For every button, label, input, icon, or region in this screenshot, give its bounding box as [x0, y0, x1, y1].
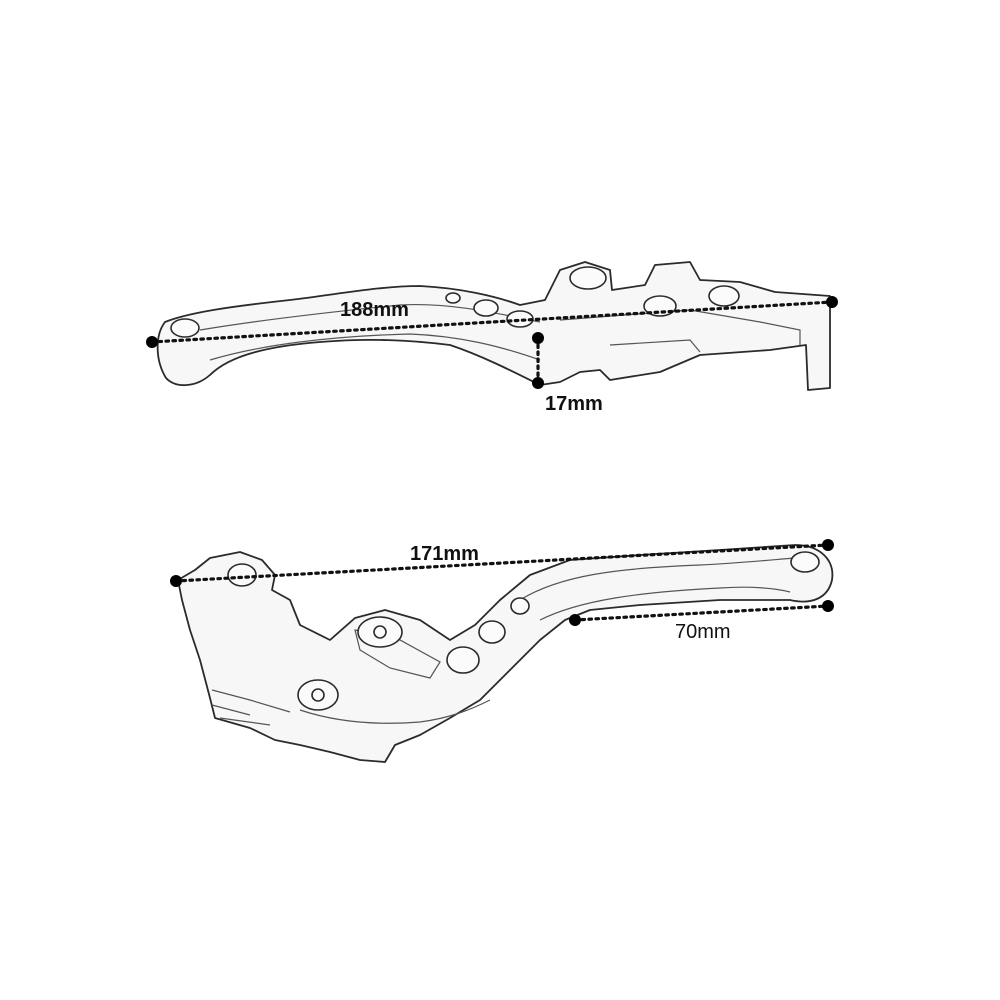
bottom-lightening-hole-1: [446, 646, 480, 674]
top-lever-lower-edge: [209, 333, 541, 361]
dimension-label-17: 17mm: [545, 393, 603, 415]
top-pivot-hole: [170, 318, 200, 338]
bottom-lightening-hole-3: [510, 597, 530, 615]
dimension-188: 188mm: [146, 296, 838, 348]
dimension-endpoint: [170, 575, 182, 587]
top-bolt-hole-2: [708, 285, 740, 307]
dimension-17: 17mm: [532, 332, 603, 415]
bottom-lever-bottom-edge: [539, 586, 791, 621]
dimension-endpoint: [146, 336, 158, 348]
dimension-endpoint: [826, 296, 838, 308]
dimension-line-171: [174, 543, 830, 583]
dimension-line-70: [573, 604, 830, 622]
dimension-endpoint: [532, 377, 544, 389]
dimension-171: 171mm: [170, 539, 834, 587]
dimension-endpoint: [822, 539, 834, 551]
top-lightening-hole-2: [473, 299, 499, 317]
bottom-lever-top-edge: [519, 557, 796, 601]
top-adjuster-dial: [569, 266, 607, 290]
bottom-pivot-bolt-socket: [311, 688, 325, 702]
bottom-bolt-hole: [227, 563, 257, 587]
dimension-endpoint: [569, 614, 581, 626]
bottom-lever-lower-plate: [299, 699, 491, 724]
bottom-lightening-hole-2: [478, 620, 506, 644]
top-lightening-hole-1: [445, 292, 461, 304]
bottom-adjuster-center: [373, 625, 387, 639]
dimension-label-70: 70mm: [675, 621, 731, 643]
bottom-tip-hole: [790, 551, 820, 573]
dimension-endpoint: [532, 332, 544, 344]
dimension-line-188: [150, 300, 834, 344]
dimension-label-188: 188mm: [340, 299, 409, 321]
top-brake-lever: [156, 261, 831, 391]
dimension-70: 70mm: [569, 600, 834, 643]
dimension-endpoint: [822, 600, 834, 612]
bottom-lever-clamp: [211, 689, 291, 726]
bottom-lever-adjuster-arm: [354, 629, 441, 679]
top-lever-body: [156, 261, 831, 391]
dimension-label-171: 171mm: [410, 543, 479, 565]
bottom-clutch-lever: [177, 544, 834, 763]
bottom-lever-body: [177, 544, 834, 763]
